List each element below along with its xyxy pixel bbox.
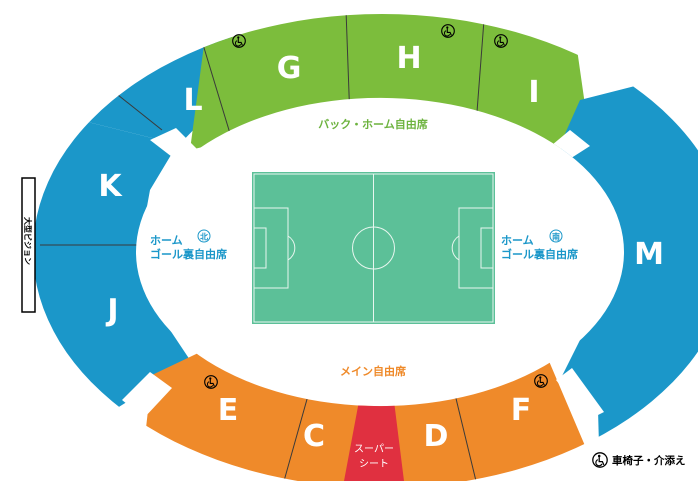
- back-home-zone-label: バック・ホーム自由席: [318, 117, 427, 131]
- wheelchair-legend-label: 車椅子・介添え: [612, 454, 686, 467]
- south-badge-circle: [549, 229, 563, 243]
- home-south-label-line2: ゴール裏自由席: [501, 247, 578, 261]
- main-zone-label: メイン自由席: [340, 364, 406, 378]
- aisle-gap: [556, 368, 604, 420]
- section-i-label: I: [528, 75, 539, 110]
- section-h-label: H: [396, 41, 421, 76]
- super-seat-label-line1: スーパー: [354, 443, 394, 455]
- south-badge: 南: [552, 232, 560, 242]
- section-m-label: M: [634, 237, 664, 272]
- super-seat-area[interactable]: [344, 385, 404, 481]
- section-l-label: L: [183, 83, 202, 118]
- aisle-gap: [122, 372, 172, 418]
- north-badge-circle: [197, 229, 211, 243]
- section-c-label: C: [303, 419, 325, 454]
- wheelchair-icon: [592, 452, 608, 468]
- home-south-label-line1: ホーム: [501, 234, 534, 247]
- section-g-label: G: [277, 51, 302, 86]
- pitch: [252, 172, 495, 324]
- super-seat-label-line2: シート: [359, 459, 389, 470]
- section-e-label: E: [218, 393, 239, 428]
- section-j-label: J: [105, 293, 118, 328]
- aisle-gap: [150, 128, 198, 160]
- home-north-label-line2: ゴール裏自由席: [150, 247, 227, 261]
- north-badge: 北: [200, 232, 208, 242]
- home-north-label-line1: ホーム: [150, 234, 183, 247]
- section-k-label: K: [98, 169, 123, 204]
- large-vision-board: [21, 177, 36, 313]
- section-f-label: F: [511, 393, 532, 428]
- section-m-area[interactable]: [560, 70, 698, 481]
- section-d-label: D: [424, 419, 449, 454]
- large-vision-label: 大型ビジョン: [23, 217, 33, 265]
